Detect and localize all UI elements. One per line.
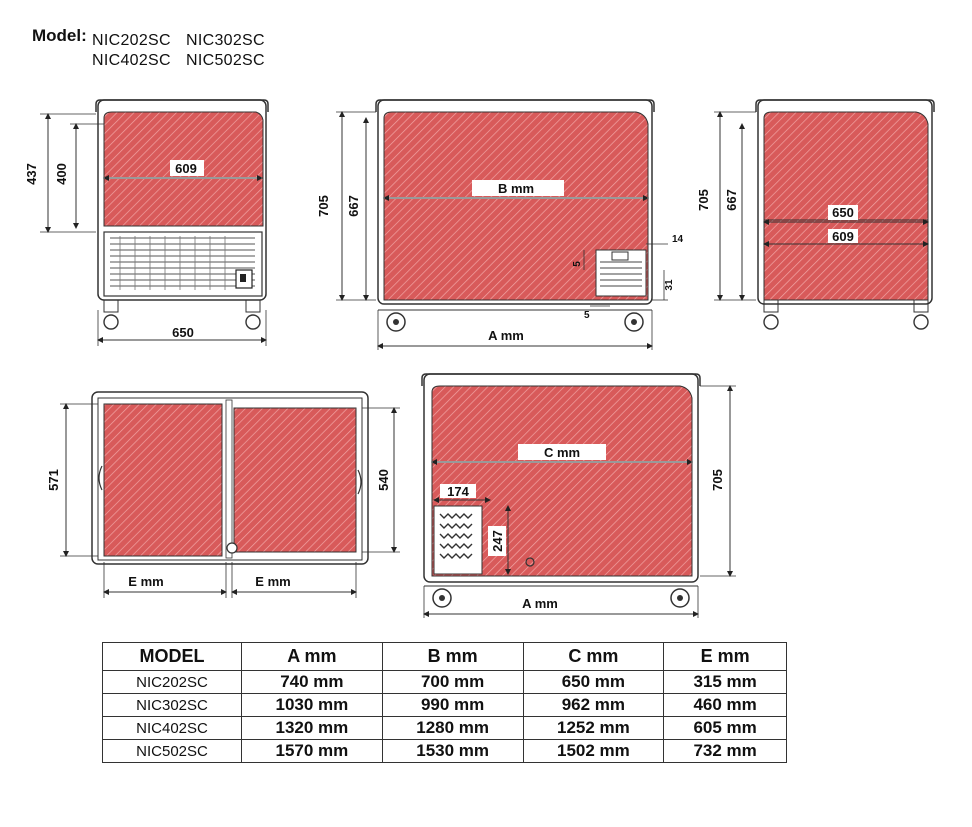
- cell-b: 700 mm: [381, 670, 524, 694]
- cell-e: 315 mm: [663, 670, 787, 694]
- rear-view: C mm 705 174 247 A mm: [421, 373, 736, 618]
- cell-a: 1320 mm: [241, 716, 383, 740]
- dim-top-e-left: E mm: [128, 574, 163, 589]
- dim-side-b: B mm: [498, 181, 534, 196]
- cell-model: NIC402SC: [102, 716, 242, 740]
- dim-top-e-right: E mm: [255, 574, 290, 589]
- dim-front-height-outer: 437: [24, 163, 39, 185]
- side-view: 705 667 B mm A mm 14 5 31 5: [316, 99, 684, 350]
- dim-rear-height: 705: [710, 469, 725, 491]
- dim-side-31: 31: [664, 279, 675, 291]
- cell-b: 990 mm: [381, 693, 524, 717]
- table-row: NIC502SC 1570 mm 1530 mm 1502 mm 732 mm: [102, 739, 787, 763]
- dim-rear-c: C mm: [544, 445, 580, 460]
- cell-e: 460 mm: [663, 693, 787, 717]
- dim-rear-247: 247: [490, 530, 505, 552]
- model-name: NIC502SC: [186, 52, 265, 69]
- dim-side-height-inner: 667: [346, 195, 361, 217]
- cell-c: 962 mm: [522, 693, 665, 717]
- model-label: Model:: [32, 26, 87, 45]
- dim-side-a: A mm: [488, 328, 524, 343]
- col-header-model: MODEL: [102, 642, 242, 671]
- cell-b: 1530 mm: [381, 739, 524, 763]
- cell-c: 1502 mm: [522, 739, 665, 763]
- col-header-c: C mm: [522, 642, 665, 671]
- dim-top-depth-inner: 540: [376, 469, 391, 491]
- dim-rear-174: 174: [447, 484, 469, 499]
- model-name: NIC402SC: [92, 52, 171, 69]
- model-name: NIC202SC: [92, 32, 171, 49]
- dim-top-depth-outer: 571: [46, 469, 61, 491]
- cell-model: NIC302SC: [102, 693, 242, 717]
- col-header-a: A mm: [241, 642, 383, 671]
- cell-b: 1280 mm: [381, 716, 524, 740]
- cell-e: 732 mm: [663, 739, 787, 763]
- dim-right-width-outer: 650: [832, 205, 854, 220]
- cell-model: NIC502SC: [102, 739, 242, 763]
- table-row: NIC202SC 740 mm 700 mm 650 mm 315 mm: [102, 670, 787, 694]
- dim-right-height-inner: 667: [724, 189, 739, 211]
- col-header-b: B mm: [381, 642, 524, 671]
- table-row: NIC402SC 1320 mm 1280 mm 1252 mm 605 mm: [102, 716, 787, 740]
- dim-side-5b: 5: [584, 310, 590, 321]
- dim-side-height-outer: 705: [316, 195, 331, 217]
- spec-table: MODEL A mm B mm C mm E mm NIC202SC 740 m…: [102, 642, 787, 763]
- col-header-e: E mm: [663, 642, 787, 671]
- dim-side-5a: 5: [572, 261, 583, 267]
- dim-front-width-outer: 650: [172, 325, 194, 340]
- cell-e: 605 mm: [663, 716, 787, 740]
- right-view: 705 667 650 609: [696, 99, 935, 330]
- front-view: 437 400 609 650: [24, 99, 269, 346]
- table-row: NIC302SC 1030 mm 990 mm 962 mm 460 mm: [102, 693, 787, 717]
- cell-c: 650 mm: [522, 670, 665, 694]
- dim-front-width-inner: 609: [175, 161, 197, 176]
- dim-rear-a: A mm: [522, 596, 558, 611]
- table-header-row: MODEL A mm B mm C mm E mm: [102, 642, 787, 671]
- cell-a: 1030 mm: [241, 693, 383, 717]
- dim-side-14: 14: [672, 234, 684, 245]
- top-view: 571 540 E mm E mm: [46, 391, 400, 598]
- cell-model: NIC202SC: [102, 670, 242, 694]
- cell-a: 1570 mm: [241, 739, 383, 763]
- model-name: NIC302SC: [186, 32, 265, 49]
- dim-right-width-inner: 609: [832, 229, 854, 244]
- dim-front-height-inner: 400: [54, 163, 69, 185]
- technical-drawing: 437 400 609 650 70: [24, 99, 935, 618]
- cell-c: 1252 mm: [522, 716, 665, 740]
- dim-right-height-outer: 705: [696, 189, 711, 211]
- cell-a: 740 mm: [241, 670, 383, 694]
